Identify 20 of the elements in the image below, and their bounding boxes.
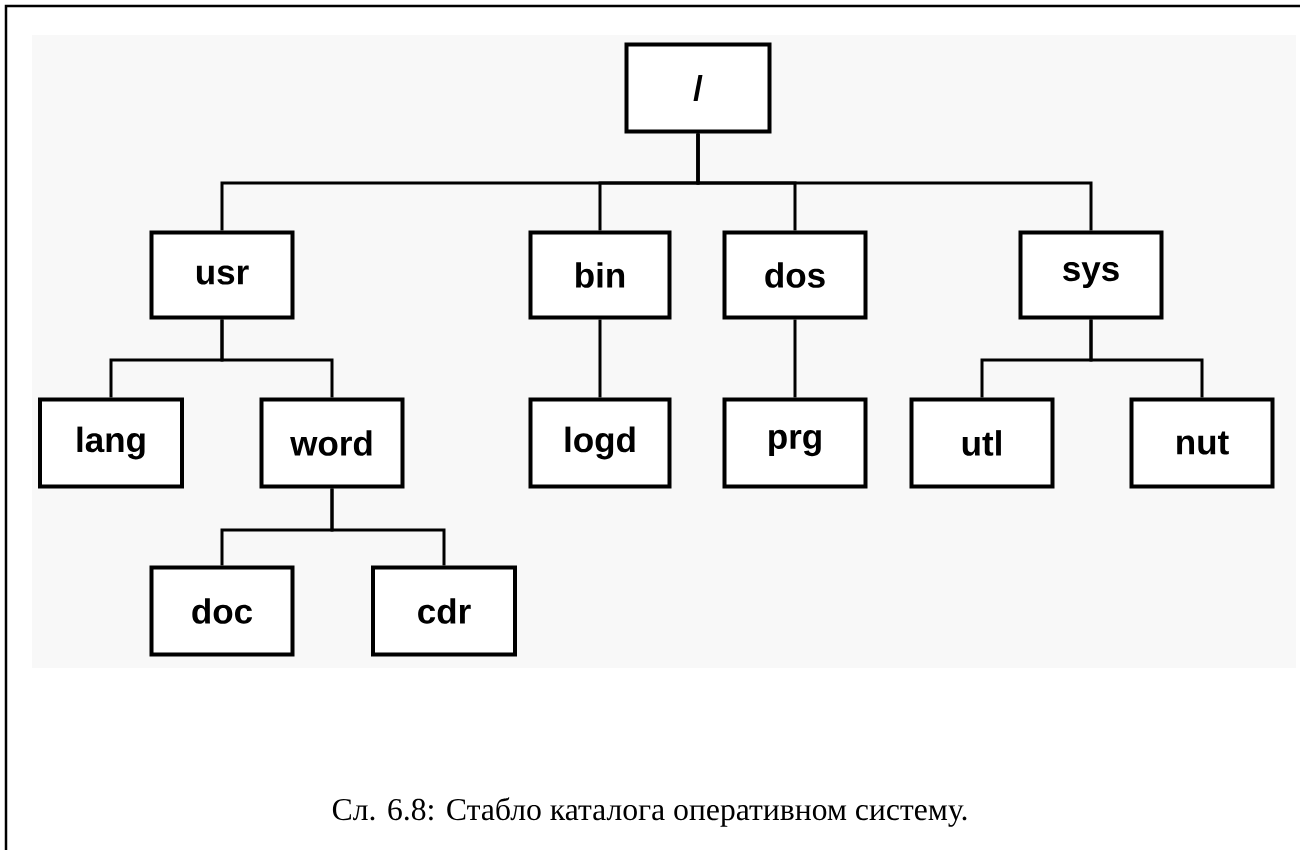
folder-box: bin (528, 230, 672, 320)
folder-box: usr (149, 230, 295, 320)
folder-box: dos (722, 230, 868, 320)
folder-box: utl (909, 397, 1055, 489)
folder-box: logd (528, 397, 672, 489)
connector-line (220, 319, 334, 398)
folder-box: word (259, 397, 405, 489)
folder-box: sys (1018, 230, 1164, 320)
folder-box: doc (149, 565, 295, 657)
connector-line (330, 488, 446, 566)
caption: Сл. 6.8: Стабло каталога оперативном систему. (332, 797, 967, 827)
folder-box: prg (722, 397, 868, 489)
folder-box: cdr (371, 565, 517, 657)
connector-line (793, 319, 797, 398)
connector-line (598, 319, 602, 398)
folder-box: nut (1129, 397, 1275, 489)
connector-line (1089, 319, 1204, 398)
connector-line (696, 133, 1093, 231)
folder-box: lang (38, 397, 184, 489)
folder-box: / (624, 42, 772, 134)
